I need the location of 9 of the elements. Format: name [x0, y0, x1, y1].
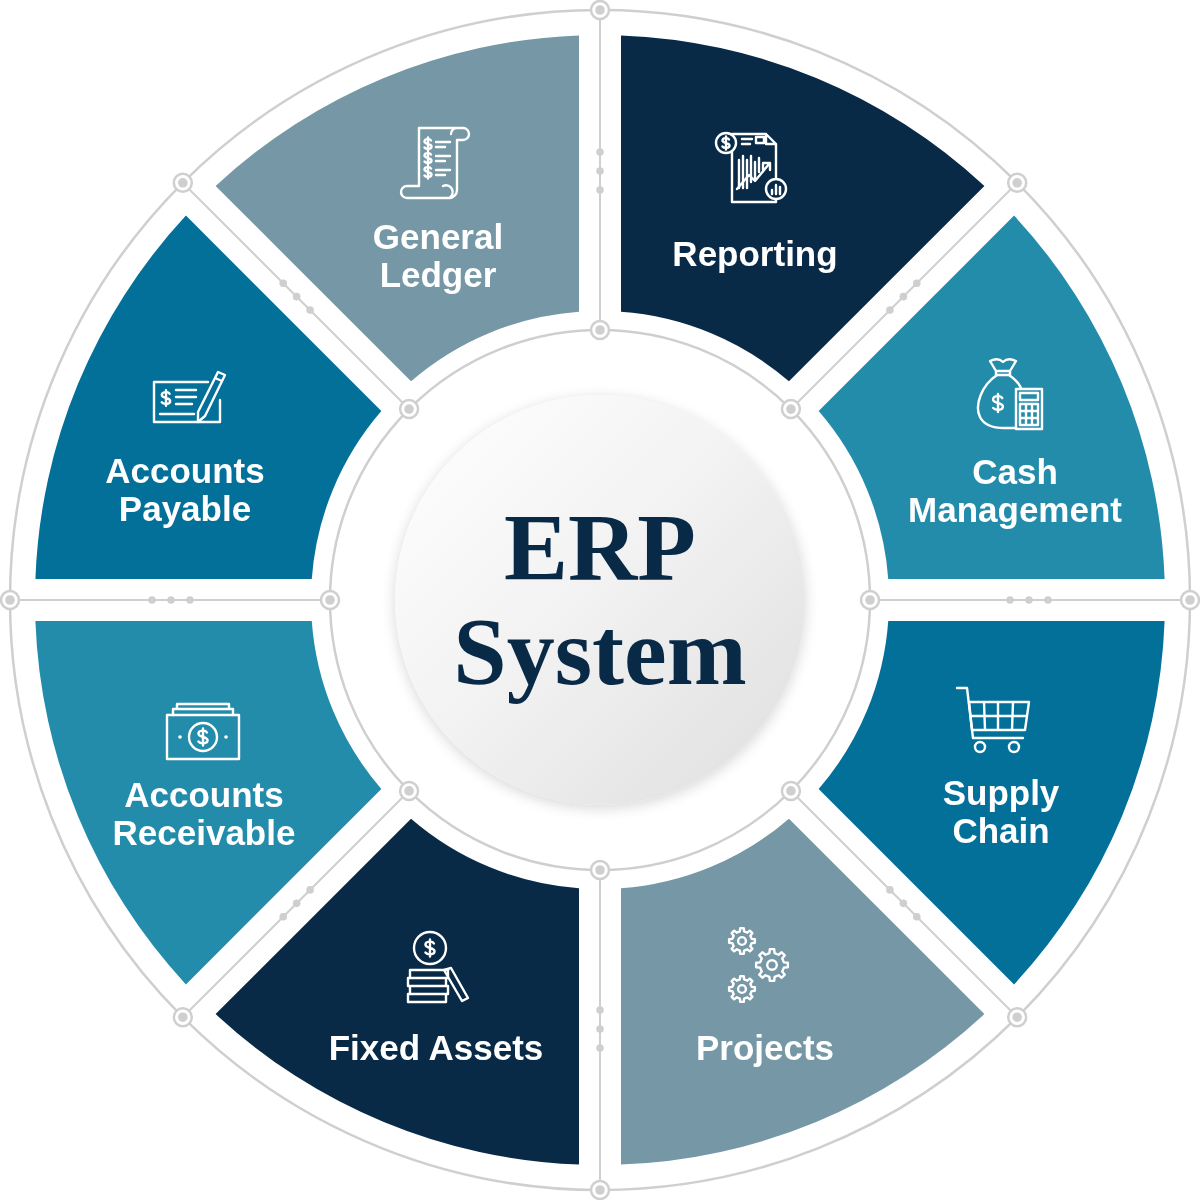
segment-label: Supply Chain [941, 774, 1061, 850]
segment-label: Accounts Payable [104, 452, 266, 528]
segment-label: Projects [695, 1029, 835, 1067]
segment-label: Accounts Receivable [111, 776, 297, 852]
segment-label: General Ledger [371, 218, 505, 294]
segment-label: Fixed Assets [328, 1029, 544, 1067]
hub-title: ERP System [452, 496, 748, 704]
segment-label: Cash Management [907, 453, 1123, 529]
segment-label: Reporting [672, 235, 838, 273]
